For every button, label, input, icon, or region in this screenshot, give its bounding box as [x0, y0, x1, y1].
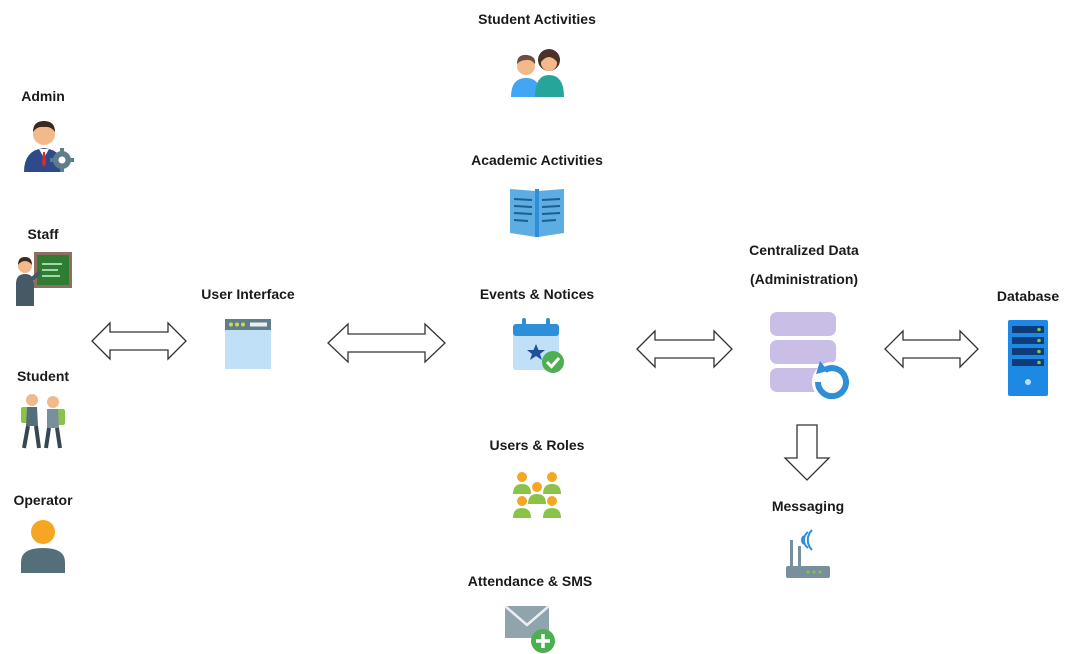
events-notices-label: Events & Notices: [479, 286, 595, 302]
admin-icon: [24, 121, 74, 172]
events-notices-icon: [513, 318, 564, 373]
double-arrow-actors-ui: [91, 321, 187, 361]
double-arrow-central-database: [884, 329, 979, 369]
admin-label: Admin: [21, 88, 65, 104]
student-activities-label: Student Activities: [478, 11, 596, 27]
administration-label: (Administration): [749, 271, 859, 287]
operator-label: Operator: [13, 492, 73, 508]
database-label: Database: [996, 288, 1060, 304]
messaging-icon: [786, 529, 830, 578]
student-label: Student: [16, 368, 70, 384]
attendance-sms-label: Attendance & SMS: [467, 573, 593, 589]
users-roles-label: Users & Roles: [489, 437, 585, 453]
down-arrow-messaging: [783, 424, 831, 481]
users-roles-icon: [513, 472, 561, 518]
academic-activities-label: Academic Activities: [471, 152, 603, 168]
user-interface-label: User Interface: [201, 286, 295, 302]
double-arrow-modules-central: [636, 329, 733, 369]
student-activities-icon: [511, 49, 564, 97]
staff-icon: [16, 252, 72, 306]
messaging-label: Messaging: [771, 498, 845, 514]
student-icon: [21, 394, 65, 449]
centralized-data-label: Centralized Data: [749, 242, 859, 258]
staff-label: Staff: [27, 226, 59, 242]
user-interface-icon: [225, 319, 271, 369]
database-icon: [1008, 320, 1048, 396]
double-arrow-ui-modules: [327, 322, 446, 364]
academic-activities-icon: [510, 189, 564, 237]
operator-icon: [21, 520, 65, 573]
attendance-sms-icon: [504, 605, 555, 653]
centralized-data-icon: [770, 312, 852, 402]
